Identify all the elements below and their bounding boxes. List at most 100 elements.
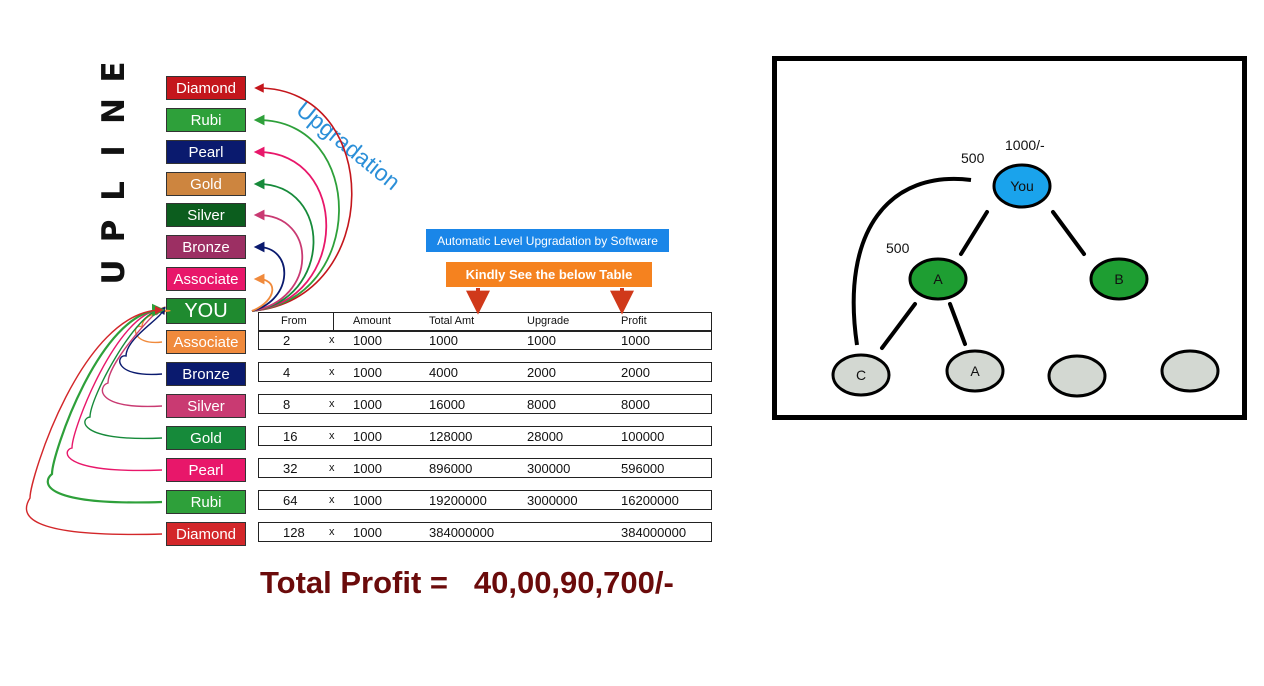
downline-level-associate: Associate	[166, 330, 246, 354]
cell-x: x	[329, 462, 335, 474]
cell-from: 32	[283, 461, 298, 476]
cell-x: x	[329, 494, 335, 506]
downline-level-bronze: Bronze	[166, 362, 246, 386]
downline-arrow	[119, 306, 166, 376]
header-profit: Profit	[621, 315, 647, 327]
cell-amount: 1000	[353, 333, 382, 348]
cell-total: 1000	[429, 333, 458, 348]
cell-profit: 100000	[621, 429, 665, 444]
downline-arrow	[46, 303, 166, 504]
cell-profit: 16200000	[621, 493, 679, 508]
cell-amount: 1000	[353, 525, 382, 540]
edge-amount-top: 500	[961, 150, 985, 166]
tree-edge-you-b	[1051, 210, 1086, 256]
table-pointer-arrows	[466, 288, 634, 315]
total-profit-label: Total Profit =	[260, 565, 449, 600]
upline-arrows	[251, 83, 353, 312]
see-table-banner: Kindly See the below Table	[446, 262, 652, 287]
upline-level-bronze: Bronze	[166, 235, 246, 259]
tree-node-e2	[1160, 349, 1220, 393]
downline-level-rubi: Rubi	[166, 490, 246, 514]
tree-node-a2	[945, 349, 1005, 393]
downline-arrows	[25, 303, 171, 536]
tree-diagram-frame	[772, 56, 1247, 420]
cell-x: x	[329, 526, 335, 538]
total-profit: Total Profit = 40,00,90,700/-	[260, 565, 674, 601]
tree-node-label: A	[933, 271, 943, 287]
tree-node-label: You	[1010, 178, 1034, 194]
upgrade-arrow	[251, 146, 328, 312]
cell-from: 128	[283, 525, 305, 540]
cell-total: 384000000	[429, 525, 495, 540]
cell-x: x	[329, 334, 335, 346]
cell-profit: 2000	[621, 365, 650, 380]
total-profit-value: 40,00,90,700/-	[473, 565, 674, 600]
cell-total: 16000	[429, 397, 466, 412]
downline-level-pearl: Pearl	[166, 458, 246, 482]
header-upgrade: Upgrade	[527, 315, 570, 327]
cell-upgrade: 300000	[527, 461, 571, 476]
table-row: 32 x 1000 896000 300000 596000	[258, 458, 712, 478]
downline-level-diamond: Diamond	[166, 522, 246, 546]
tree-node-label: C	[856, 367, 866, 383]
tree-edge-a-a	[948, 302, 967, 346]
cell-amount: 1000	[353, 461, 382, 476]
cell-upgrade: 8000	[527, 397, 556, 412]
downline-arrow	[101, 307, 164, 408]
upline-level-rubi: Rubi	[166, 108, 246, 132]
downline-arrow	[84, 306, 164, 440]
upline-level-diamond: Diamond	[166, 76, 246, 100]
cell-x: x	[329, 430, 335, 442]
cell-from: 8	[283, 397, 291, 412]
cell-from: 16	[283, 429, 298, 444]
tree-node-label: B	[1114, 271, 1123, 287]
cell-amount: 1000	[353, 397, 382, 412]
cell-total: 896000	[429, 461, 473, 476]
cell-x: x	[329, 398, 335, 410]
header-amount: Amount	[353, 315, 391, 327]
cell-upgrade: 3000000	[527, 493, 578, 508]
downline-arrow	[25, 305, 164, 536]
upline-level-pearl: Pearl	[166, 140, 246, 164]
upgrade-arrow	[251, 209, 304, 312]
cell-from: 4	[283, 365, 291, 380]
cell-profit: 8000	[621, 397, 650, 412]
table-row: 8 x 1000 16000 8000 8000	[258, 394, 712, 414]
header-divider	[333, 313, 334, 331]
upline-level-silver: Silver	[166, 203, 246, 227]
header-from: From	[281, 315, 307, 327]
cell-profit: 596000	[621, 461, 665, 476]
upline-level-gold: Gold	[166, 172, 246, 196]
edge-amount-left: 500	[886, 240, 910, 256]
cell-profit: 1000	[621, 333, 650, 348]
tree-node-c	[831, 353, 891, 397]
cell-amount: 1000	[353, 429, 382, 444]
cell-total: 19200000	[429, 493, 487, 508]
upline-level-associate: Associate	[166, 267, 246, 291]
upgrade-arrow	[251, 83, 353, 312]
upgrade-arrow	[251, 178, 315, 312]
auto-upgrade-banner: Automatic Level Upgradation by Software	[426, 229, 669, 252]
tree-node-a1	[908, 257, 968, 301]
cell-amount: 1000	[353, 365, 382, 380]
upgrade-arrow	[251, 114, 340, 312]
tree-edge-you-a	[959, 210, 989, 256]
tree-spill-curve	[851, 176, 972, 346]
cell-from: 2	[283, 333, 291, 348]
tree-node-b	[1089, 257, 1149, 301]
tree-node-e1	[1047, 354, 1107, 398]
upgrade-arrow	[251, 273, 274, 312]
cell-upgrade: 28000	[527, 429, 564, 444]
tree-edge-a-c	[880, 302, 917, 350]
downline-level-gold: Gold	[166, 426, 246, 450]
tree-node-label: A	[970, 363, 980, 379]
cell-from: 64	[283, 493, 298, 508]
tree-node-you	[992, 163, 1052, 209]
